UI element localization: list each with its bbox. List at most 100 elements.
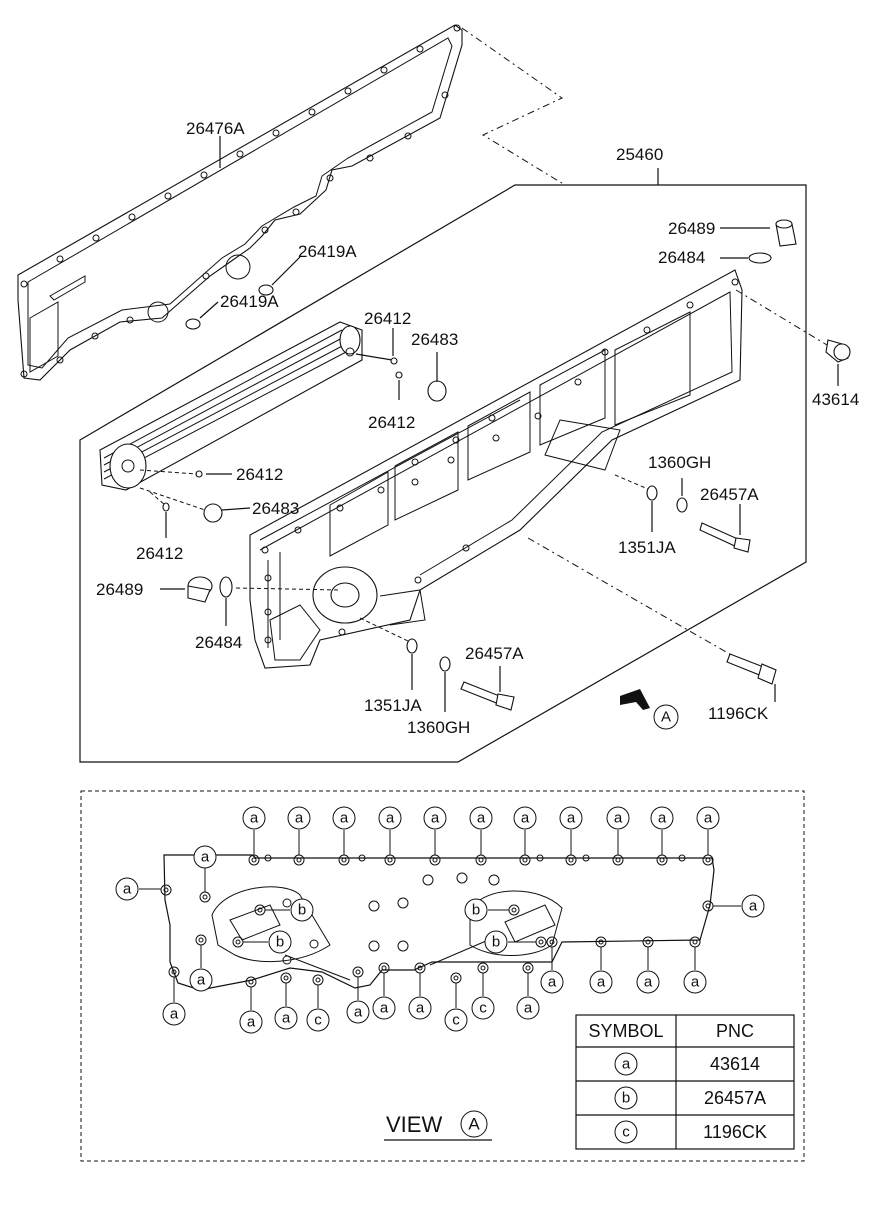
label-26412-1: 26412 bbox=[364, 309, 411, 328]
callout-letter-a: a bbox=[691, 974, 700, 991]
callout-bubble-c bbox=[471, 996, 495, 1020]
oil-cooler bbox=[99, 321, 393, 491]
callout-letter-c: c bbox=[314, 1012, 322, 1029]
callout-bubble-a bbox=[696, 806, 720, 830]
callout-letter-a: a bbox=[295, 810, 304, 827]
label-26457A-1: 26457A bbox=[700, 485, 759, 504]
table-row-pnc: 26457A bbox=[704, 1088, 766, 1108]
oring-26412-a bbox=[390, 357, 398, 365]
oring-26419A-2 bbox=[185, 318, 201, 330]
callout-bubble-a bbox=[372, 996, 396, 1020]
callout-letter-a: a bbox=[548, 974, 557, 991]
view-a-housing bbox=[163, 854, 715, 991]
label-1360GH-1: 1360GH bbox=[648, 453, 711, 472]
callout-bubble-a bbox=[423, 806, 447, 830]
callout-letter-a: a bbox=[247, 1014, 256, 1031]
callout-bubble-b bbox=[268, 930, 292, 954]
callout-bubble-b bbox=[484, 930, 508, 954]
label-26476A: 26476A bbox=[186, 119, 245, 138]
label-26457A-2: 26457A bbox=[465, 644, 524, 663]
housing-boundary bbox=[79, 184, 807, 763]
table-row-symbol-circle bbox=[614, 1052, 638, 1076]
callout-bubble-a bbox=[332, 806, 356, 830]
label-26419A-2: 26419A bbox=[220, 292, 279, 311]
plug-26489-top bbox=[775, 219, 797, 247]
label-26489-bottom: 26489 bbox=[96, 580, 143, 599]
bolt-43614-axis bbox=[735, 289, 833, 349]
callout-bubble-c bbox=[444, 1008, 468, 1032]
callout-bubble-a bbox=[408, 996, 432, 1020]
callout-bubble-a bbox=[189, 968, 213, 992]
callout-letter-a: a bbox=[197, 972, 206, 989]
callout-letter-a: a bbox=[340, 810, 349, 827]
label-26484-bottom: 26484 bbox=[195, 633, 242, 652]
washer-1360GH-left bbox=[439, 656, 451, 672]
label-1360GH-2: 1360GH bbox=[407, 718, 470, 737]
callout-bubble-a bbox=[636, 970, 660, 994]
plug-26489-bottom bbox=[187, 576, 213, 603]
table-row-symbol: c bbox=[622, 1124, 630, 1141]
bolt-26457A-right bbox=[699, 522, 751, 553]
table-row-symbol-circle bbox=[614, 1120, 638, 1144]
table-header-pnc: PNC bbox=[716, 1021, 754, 1041]
callout-letter-a: a bbox=[123, 881, 132, 898]
table-row-pnc: 1196CK bbox=[703, 1122, 767, 1142]
washer-1351JA-left bbox=[406, 638, 418, 654]
callout-bubble-a bbox=[346, 1000, 370, 1024]
table-row-pnc: 43614 bbox=[710, 1054, 760, 1074]
callout-letter-a: a bbox=[521, 810, 530, 827]
label-26483-1: 26483 bbox=[411, 330, 458, 349]
callout-letter-a: a bbox=[524, 1000, 533, 1017]
callout-letter-a: a bbox=[644, 974, 653, 991]
table-header-symbol: SYMBOL bbox=[588, 1021, 663, 1041]
table-row-symbol: b bbox=[622, 1090, 630, 1107]
washer-1360GH-right bbox=[676, 497, 688, 513]
callout-letter-a: a bbox=[749, 898, 758, 915]
callout-bubble-a bbox=[242, 806, 266, 830]
oring-26412-d bbox=[162, 502, 170, 512]
gasket-26484-top bbox=[748, 252, 772, 264]
view-a-caption: VIEW A bbox=[384, 1110, 492, 1141]
bolt-1196CK bbox=[726, 653, 777, 685]
callout-bubble-a bbox=[606, 806, 630, 830]
oring-26419A-1 bbox=[258, 284, 274, 296]
callout-bubble-a bbox=[516, 996, 540, 1020]
callout-letter-a: a bbox=[614, 810, 623, 827]
bolt-26457A-left bbox=[460, 681, 515, 711]
callout-letter-a: a bbox=[354, 1004, 363, 1021]
callout-bubble-a bbox=[115, 877, 139, 901]
view-a-ref-letter: A bbox=[661, 709, 671, 726]
callout-letter-b: b bbox=[492, 934, 500, 951]
oring-26483-b bbox=[203, 503, 223, 523]
label-26483-2: 26483 bbox=[252, 499, 299, 518]
gasket-26476A bbox=[17, 24, 463, 381]
oil-filter-housing bbox=[249, 269, 743, 669]
callout-bubble-a bbox=[540, 970, 564, 994]
callout-letter-a: a bbox=[477, 810, 486, 827]
label-25460: 25460 bbox=[616, 145, 663, 164]
label-26412-4: 26412 bbox=[136, 544, 183, 563]
gasket-reference-line bbox=[461, 27, 566, 186]
callout-bubble-b bbox=[290, 898, 314, 922]
oring-26483-a bbox=[427, 380, 447, 402]
callout-bubble-a bbox=[589, 970, 613, 994]
callout-bubble-b bbox=[464, 898, 488, 922]
symbol-table: SYMBOL PNC a 43614 b 26457A c 1196CK bbox=[575, 1014, 795, 1150]
label-26419A-1: 26419A bbox=[298, 242, 357, 261]
view-a-arrow bbox=[620, 689, 650, 710]
label-26489-top: 26489 bbox=[668, 219, 715, 238]
callout-bubble-a bbox=[469, 806, 493, 830]
callout-bubble-a bbox=[162, 1002, 186, 1026]
callout-bubble-a bbox=[193, 845, 217, 869]
callout-letter-a: a bbox=[597, 974, 606, 991]
view-caption-text: VIEW bbox=[386, 1112, 442, 1137]
label-26412-3: 26412 bbox=[236, 465, 283, 484]
label-43614: 43614 bbox=[812, 390, 859, 409]
callout-letter-a: a bbox=[416, 1000, 425, 1017]
view-a-leaders bbox=[139, 830, 741, 1010]
gasket-26484-bottom bbox=[219, 576, 233, 598]
oring-26412-b bbox=[395, 371, 403, 379]
housing-bolt-holes bbox=[261, 278, 739, 644]
callout-letter-a: a bbox=[250, 810, 259, 827]
callout-bubble-a bbox=[650, 806, 674, 830]
